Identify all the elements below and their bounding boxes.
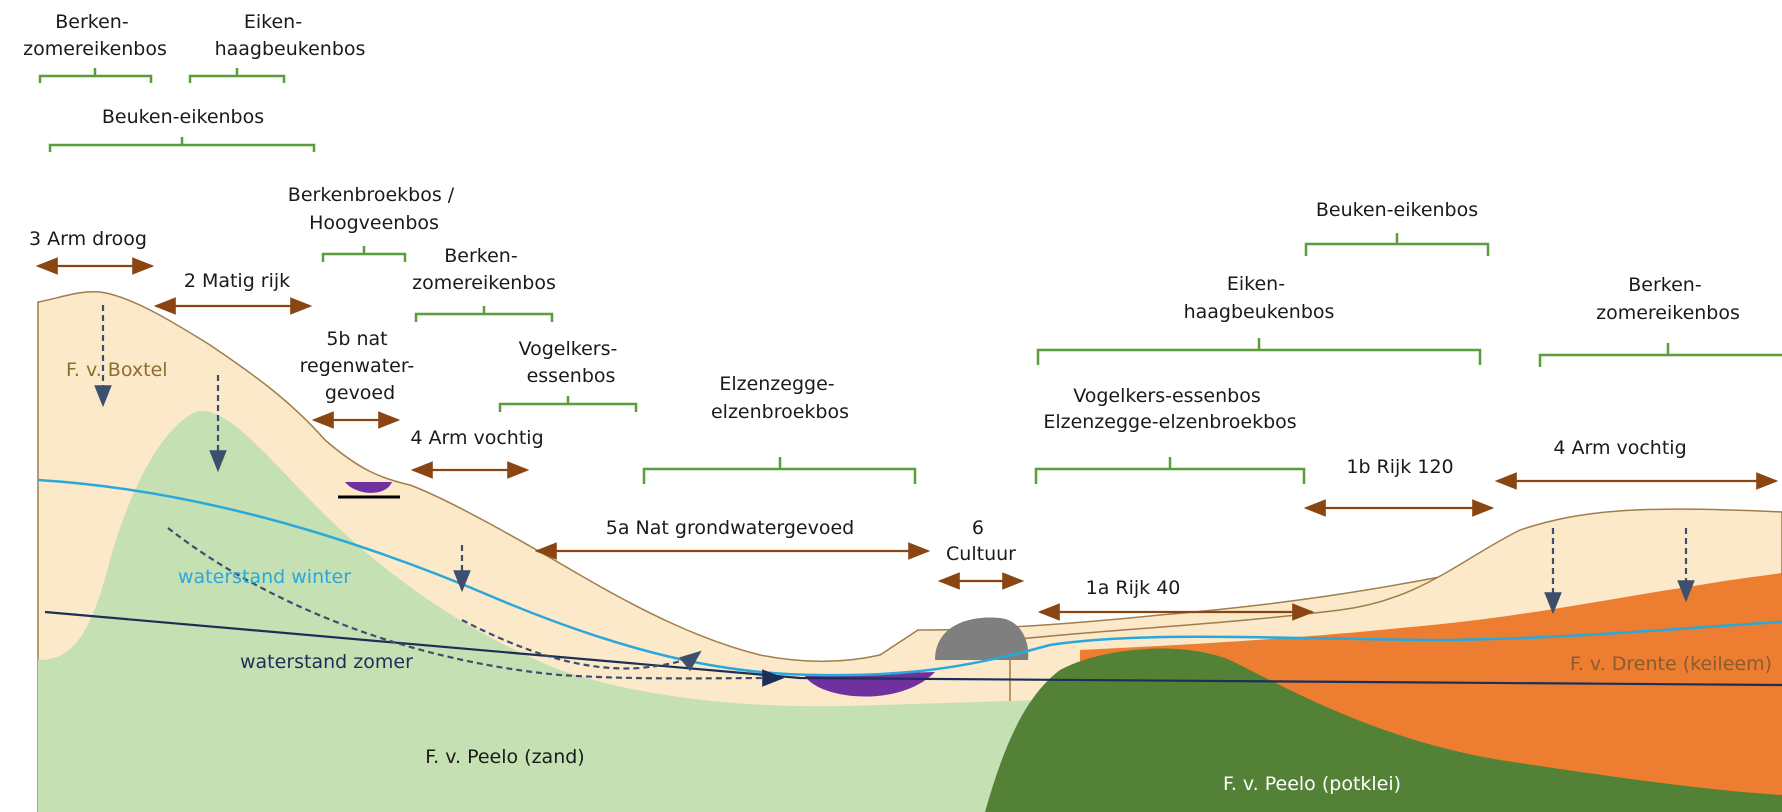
label-vogelkers-1-line1: Vogelkers- xyxy=(519,338,618,360)
svg-text:Vogelkers- essenbos: Vogelkers- essenbos xyxy=(519,338,624,387)
label-zone-rijk-120: 1b Rijk 120 xyxy=(1346,456,1453,478)
label-eiken-haagbeuken-2-line2: haagbeukenbos xyxy=(1184,301,1335,323)
svg-text:Berkenbroekbos / Hoogveenb: Berkenbroekbos / Hoogveenbos xyxy=(288,184,460,234)
label-zone-cultuur-line2: Cultuur xyxy=(946,543,1016,565)
label-formation-drente: F. v. Drente (keileem) xyxy=(1570,653,1772,675)
label-waterstand-zomer: waterstand zomer xyxy=(240,651,413,673)
label-zone-cultuur-line1: 6 xyxy=(972,517,984,539)
label-berken-zomereiken-3-line1: Berken- xyxy=(1628,274,1701,296)
label-zone-arm-vochtig-1: 4 Arm vochtig xyxy=(410,427,543,449)
svg-text:Vogelkers-essenbos Elzenze: Vogelkers-essenbos Elzenzegge-elzenbroek… xyxy=(1043,385,1296,433)
label-beuken-eiken-2: Beuken-eikenbos xyxy=(1316,199,1478,221)
label-zone-rijk-40: 1a Rijk 40 xyxy=(1086,577,1181,599)
label-vogelkers-elzenzegge-line2: Elzenzegge-elzenbroekbos xyxy=(1043,411,1296,433)
svg-text:Berken- zomereikenbos: Berken- zomereikenbos xyxy=(412,245,556,294)
label-formation-peelo-potklei: F. v. Peelo (potklei) xyxy=(1223,773,1401,795)
label-elzenzegge-1-line1: Elzenzegge- xyxy=(719,373,834,395)
label-eiken-haagbeuken-1-line1: Eiken- xyxy=(244,11,302,33)
label-berken-zomereiken-2-line2: zomereikenbos xyxy=(412,272,556,294)
label-berken-zomereiken-3-line2: zomereikenbos xyxy=(1596,302,1740,324)
label-elzenzegge-1-line2: elzenbroekbos xyxy=(711,401,849,423)
label-eiken-haagbeuken-1-line2: haagbeukenbos xyxy=(215,38,366,60)
label-zone-nat-regenwater-line2: regenwater- xyxy=(300,355,415,377)
label-beuken-eiken-1: Beuken-eikenbos xyxy=(102,106,264,128)
label-zone-nat-regenwater-line1: 5b nat xyxy=(326,328,387,350)
label-berkenbroek-line1: Berkenbroekbos / xyxy=(288,184,455,206)
label-zone-matig-rijk: 2 Matig rijk xyxy=(184,270,290,292)
label-berken-zomereiken-2-line1: Berken- xyxy=(444,245,517,267)
label-vogelkers-1-line2: essenbos xyxy=(527,365,616,387)
svg-text:5b nat regenwater- gev: 5b nat regenwater- gevoed xyxy=(300,328,421,404)
label-zone-nat-regenwater-line3: gevoed xyxy=(325,382,395,404)
label-berken-zomereiken-1-line1: Berken- xyxy=(55,11,128,33)
label-eiken-haagbeuken-2-line1: Eiken- xyxy=(1227,273,1285,295)
svg-text:6 Cultuur: 6 Cultuur xyxy=(946,517,1016,565)
label-berken-zomereiken-1-line2: zomereikenbos xyxy=(23,38,167,60)
svg-text:Elzenzegge- elzenbroekbos: Elzenzegge- elzenbroekbos xyxy=(711,373,849,423)
label-formation-peelo-zand: F. v. Peelo (zand) xyxy=(425,746,584,768)
svg-text:Eiken- haagbeukenbos: Eiken- haagbeukenbos xyxy=(215,11,366,60)
label-zone-arm-vochtig-2: 4 Arm vochtig xyxy=(1553,437,1686,459)
label-berkenbroek-line2: Hoogveenbos xyxy=(309,212,439,234)
svg-text:Eiken- haagbeukenbos: Eiken- haagbeukenbos xyxy=(1184,273,1335,323)
label-zone-arm-droog: 3 Arm droog xyxy=(29,228,147,250)
svg-text:Berken- zomereikenbos: Berken- zomereikenbos xyxy=(1596,274,1740,324)
label-zone-nat-grondwater: 5a Nat grondwatergevoed xyxy=(606,517,854,539)
svg-text:Berken- zomereikenbos: Berken- zomereikenbos xyxy=(23,11,167,60)
label-vogelkers-elzenzegge-line1: Vogelkers-essenbos xyxy=(1073,385,1261,407)
label-waterstand-winter: waterstand winter xyxy=(178,566,351,588)
label-formation-boxtel: F. v. Boxtel xyxy=(66,359,168,381)
